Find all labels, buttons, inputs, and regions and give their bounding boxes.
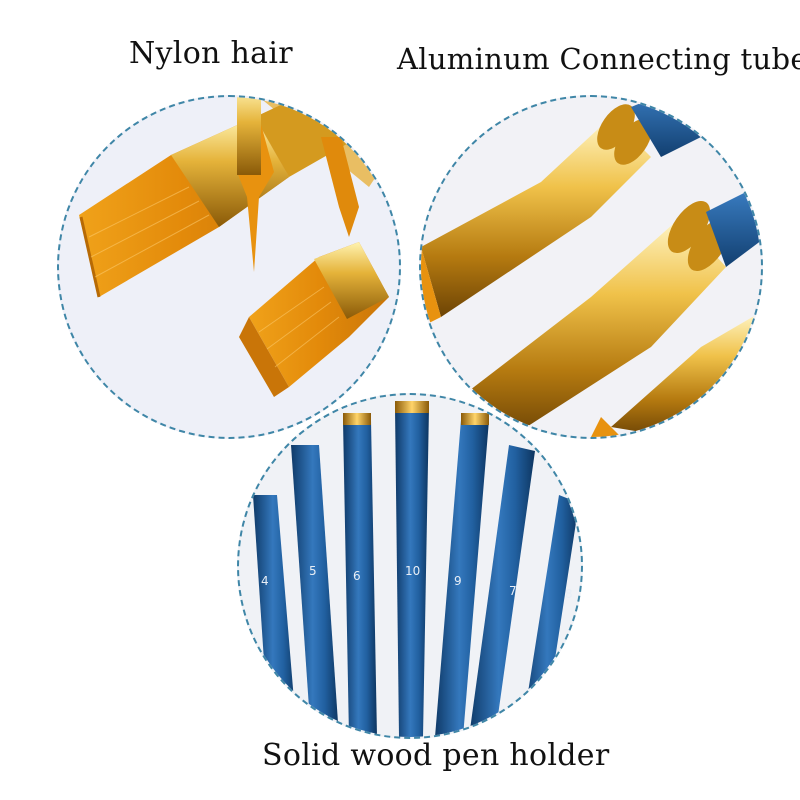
brush-handle-8 — [521, 495, 579, 737]
brush-number-9: 9 — [454, 574, 462, 588]
brush-number-8: 8 — [565, 587, 573, 601]
brush-handle-5 — [291, 445, 339, 737]
brush-number-6: 6 — [353, 569, 361, 583]
brush-number-10: 10 — [405, 564, 420, 578]
brush-handle-9 — [435, 413, 489, 737]
nylon-hair-photo — [79, 97, 389, 397]
brush-number-5: 5 — [309, 564, 317, 578]
nylon-hair-label: Nylon hair — [129, 36, 293, 71]
aluminum-tube-photo — [421, 97, 761, 437]
wood-holder-label: Solid wood pen holder — [262, 738, 610, 773]
wood-holder-closeup: 4 5 6 10 9 7 8 — [237, 393, 583, 739]
brush-number-4: 4 — [261, 574, 269, 588]
wood-holder-photo: 4 5 6 10 9 7 8 — [253, 401, 579, 737]
aluminum-tube-closeup — [419, 95, 763, 439]
brush-handle-7 — [469, 445, 535, 737]
brush-handle-10 — [395, 401, 429, 737]
brush-handle-4 — [253, 495, 297, 737]
aluminum-tube-label: Aluminum Connecting tube — [397, 42, 800, 76]
nylon-hair-closeup — [57, 95, 401, 439]
brush-handle-6 — [343, 413, 377, 737]
brush-number-7: 7 — [509, 584, 517, 598]
